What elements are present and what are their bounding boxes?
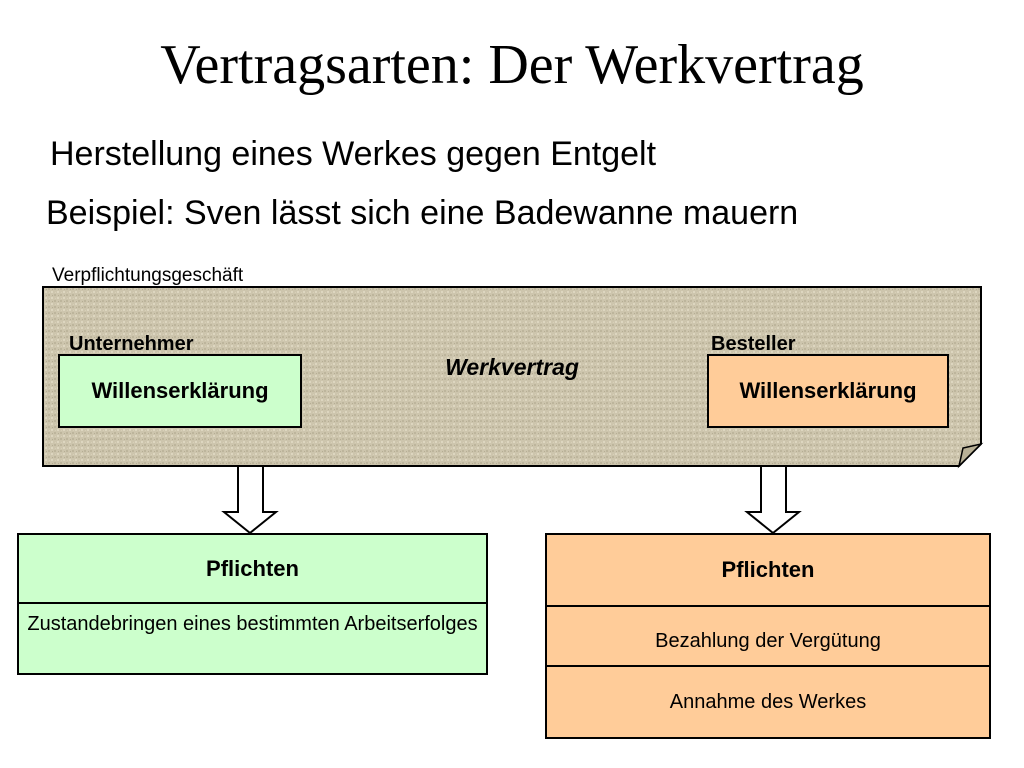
duty-item: Bezahlung der Vergütung: [547, 607, 989, 667]
duties-table-unternehmer: Pflichten Zustandebringen eines bestimmt…: [17, 533, 488, 675]
duty-item: Annahme des Werkes: [669, 691, 867, 713]
duties-heading: Pflichten: [547, 535, 989, 607]
party-label-besteller: Besteller: [711, 333, 796, 355]
party-label-unternehmer: Unternehmer: [69, 333, 194, 355]
declaration-label: Willenserklärung: [91, 378, 269, 403]
section-label: Verpflichtungsgeschäft: [52, 265, 244, 286]
arrow-down-right: [744, 465, 802, 535]
duties-table-besteller: Pflichten Bezahlung der Vergütung Annahm…: [545, 533, 991, 739]
slide-title: Vertragsarten: Der Werkvertrag: [160, 34, 864, 96]
contract-name: Werkvertrag: [445, 354, 579, 380]
duties-heading: Pflichten: [19, 535, 486, 604]
declaration-label: Willenserklärung: [739, 378, 917, 403]
bullet-definition: Herstellung eines Werkes gegen Entgelt: [50, 135, 657, 173]
page-fold-corner: [957, 442, 984, 469]
arrow-down-left: [221, 465, 279, 535]
declaration-box-besteller: Willenserklärung: [707, 354, 949, 428]
bullet-example: Beispiel: Sven lässt sich eine Badewanne…: [46, 194, 799, 232]
duty-item: Zustandebringen eines bestimmten Arbeits…: [27, 613, 478, 635]
declaration-box-unternehmer: Willenserklärung: [58, 354, 302, 428]
